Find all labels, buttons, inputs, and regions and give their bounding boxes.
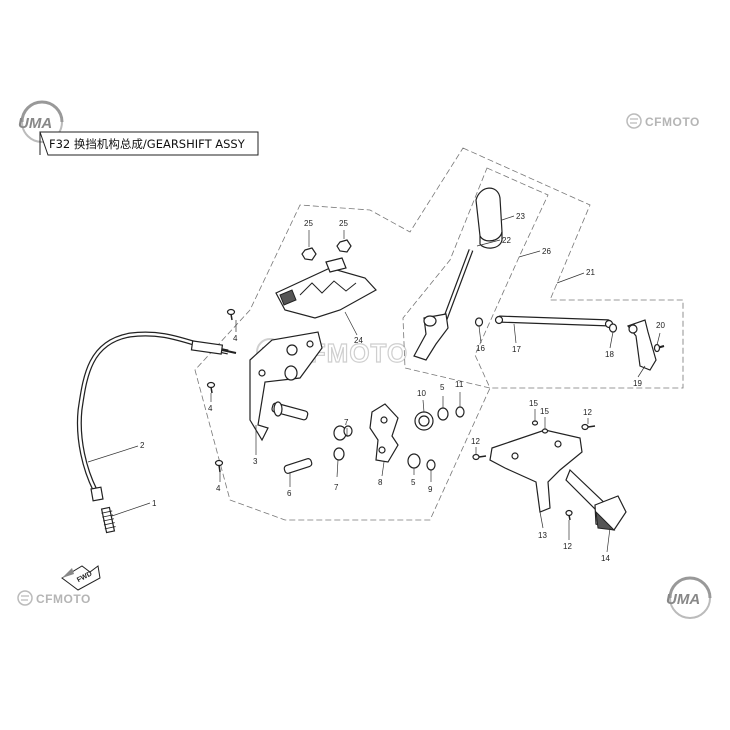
screw-4-top [226, 308, 236, 321]
callout-24: 24 [354, 336, 363, 345]
outline-assembly-21 [194, 147, 684, 521]
fwd-arrow: FWD [61, 565, 101, 591]
callout-20: 20 [656, 321, 665, 330]
callout-labels: 1 2 3 4 4 4 6 7 7 8 5 9 10 5 11 13 14 12… [140, 212, 665, 563]
screw-15-b [541, 428, 549, 434]
cfmoto-logo-top-right: CFMOTO [626, 113, 700, 129]
leader-lines [87, 215, 661, 553]
callout-10: 10 [417, 389, 426, 398]
callout-4-top: 4 [233, 334, 238, 343]
callout-8: 8 [378, 478, 383, 487]
detent-plate [369, 403, 399, 463]
uma-logo-text: UMA [18, 115, 52, 132]
cfmoto-logo-text-bottom: CFMOTO [36, 592, 91, 606]
callout-25-left: 25 [304, 219, 313, 228]
shift-arm [627, 319, 657, 371]
screw-4-bottom [214, 459, 224, 473]
bushing-7-bottom [333, 447, 345, 461]
callout-4-bottom: 4 [216, 484, 221, 493]
nut-16 [474, 317, 484, 327]
callout-13: 13 [538, 531, 547, 540]
callout-22: 22 [502, 236, 511, 245]
callout-11: 11 [455, 380, 464, 389]
screw-12-left [472, 453, 487, 461]
callout-25-right: 25 [339, 219, 348, 228]
callout-5: 5 [411, 478, 416, 487]
callout-15-a: 15 [529, 399, 538, 408]
bolt-25-right [336, 239, 352, 253]
callout-4-middle: 4 [208, 404, 213, 413]
bracket-plate [249, 331, 323, 442]
screw-15-a [531, 420, 539, 426]
callout-14: 14 [601, 554, 610, 563]
screw-4-middle [206, 381, 216, 394]
pivot-shaft [271, 365, 309, 421]
mounting-bracket [489, 429, 583, 513]
cfmoto-logo-bottom-left: CFMOTO [17, 590, 91, 606]
callout-19: 19 [633, 379, 642, 388]
callout-18: 18 [605, 350, 614, 359]
callout-12-bottom: 12 [563, 542, 572, 551]
cable-end-fitting [100, 506, 116, 534]
callout-7-upper: 5 [440, 383, 445, 392]
callout-12-left: 12 [471, 437, 480, 446]
callout-7-left: 7 [344, 418, 349, 427]
washer-7-upper [437, 407, 449, 421]
shift-knob [475, 187, 503, 249]
uma-logo-bottom-right: UMA [666, 576, 712, 619]
nut-11 [455, 406, 465, 418]
washer-9 [426, 459, 436, 471]
screw-12-right [581, 423, 596, 431]
callout-7-bottom: 7 [334, 483, 339, 492]
uma-logo-top-left: UMA [18, 100, 64, 143]
bolt-25-left [301, 247, 317, 261]
title-block: F32 换挡机构总成/GEARSHIFT ASSY [39, 131, 259, 156]
nut-18 [608, 323, 618, 333]
callout-12-right: 12 [583, 408, 592, 417]
damper-block-14 [565, 468, 627, 531]
shift-lever [413, 249, 474, 361]
shift-rod [494, 315, 614, 329]
callout-9: 9 [428, 485, 433, 494]
callout-23: 23 [516, 212, 525, 221]
bushing-7-top [333, 425, 353, 441]
pin-6 [283, 458, 313, 474]
cfmoto-logo-text: CFMOTO [645, 115, 700, 129]
gearshift-cable [76, 331, 237, 502]
spring-10 [414, 411, 434, 431]
title-text: F32 换挡机构总成/GEARSHIFT ASSY [49, 137, 246, 151]
callout-6: 6 [287, 489, 292, 498]
callout-16: 16 [476, 344, 485, 353]
uma-logo-text-bottom: UMA [666, 591, 700, 608]
screw-12-bottom [565, 509, 573, 521]
group-outlines [194, 147, 684, 521]
callout-2: 2 [140, 441, 145, 450]
callout-17: 17 [512, 345, 521, 354]
callout-1: 1 [152, 499, 157, 508]
bolt-20 [653, 343, 665, 353]
callout-21: 21 [586, 268, 595, 277]
callout-3: 3 [253, 457, 258, 466]
callout-26: 26 [542, 247, 551, 256]
shifter-housing [275, 257, 377, 319]
bushing-5-lower [407, 453, 421, 469]
callout-15-b: 15 [540, 407, 549, 416]
